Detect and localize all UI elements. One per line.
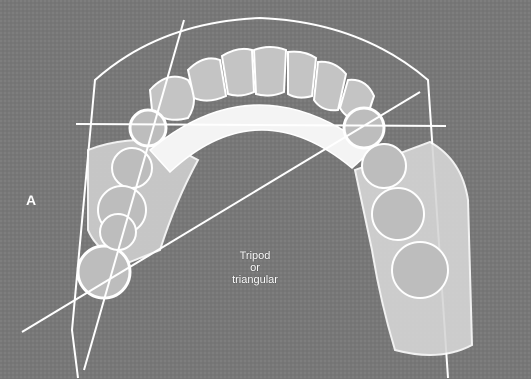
caption-line-2: or	[200, 262, 310, 274]
tooth	[254, 47, 286, 96]
tooth	[288, 52, 316, 98]
tripod-caption: Tripod or triangular	[200, 250, 310, 286]
caption-line-1: Tripod	[200, 250, 310, 262]
tooth	[362, 144, 406, 188]
abutment-left-premolar	[130, 110, 166, 146]
tooth	[188, 58, 226, 100]
tooth	[392, 242, 448, 298]
tooth	[100, 214, 136, 250]
panel-label: A	[26, 192, 36, 208]
abutment-right-premolar	[344, 108, 384, 148]
tooth	[372, 188, 424, 240]
caption-line-3: triangular	[200, 274, 310, 286]
tooth	[222, 49, 254, 96]
